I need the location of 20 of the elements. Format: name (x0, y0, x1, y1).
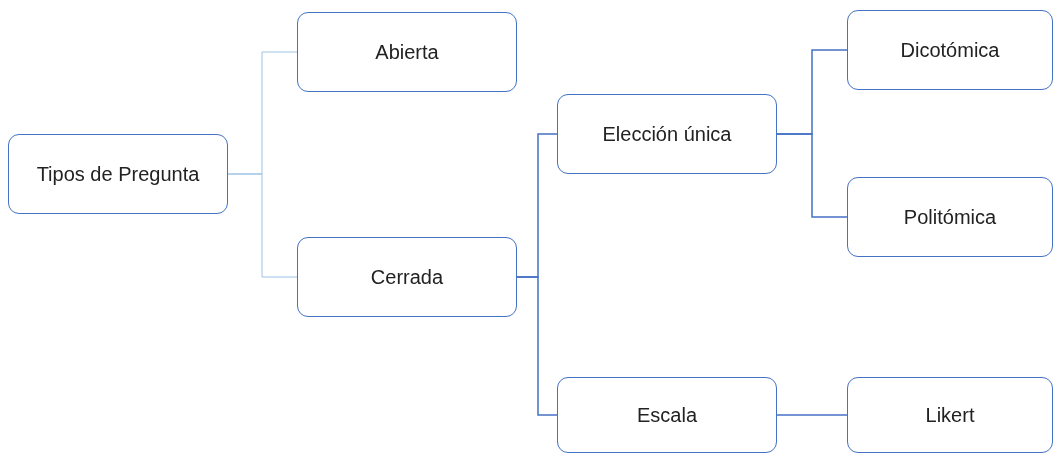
category-label: Tipos de Pregunta (36, 162, 200, 186)
category-label: Dicotómica (900, 38, 1000, 62)
category-box (557, 377, 777, 453)
category-box (847, 10, 1053, 90)
category-label: Cerrada (370, 265, 444, 289)
category-box (847, 177, 1053, 257)
category-label: Elección única (602, 122, 732, 146)
connector-line (227, 173, 298, 278)
category-box (297, 237, 517, 317)
connector-line (516, 276, 558, 416)
category-box (297, 12, 517, 92)
category-label: Likert (925, 403, 975, 427)
category-box (557, 94, 777, 174)
connector-line (776, 414, 848, 416)
category-label: Escala (637, 403, 697, 427)
category-box (847, 377, 1053, 453)
category-label: Abierta (375, 40, 439, 64)
category-box (8, 134, 228, 214)
category-label: Politómica (903, 205, 997, 229)
connector-line (776, 133, 848, 218)
